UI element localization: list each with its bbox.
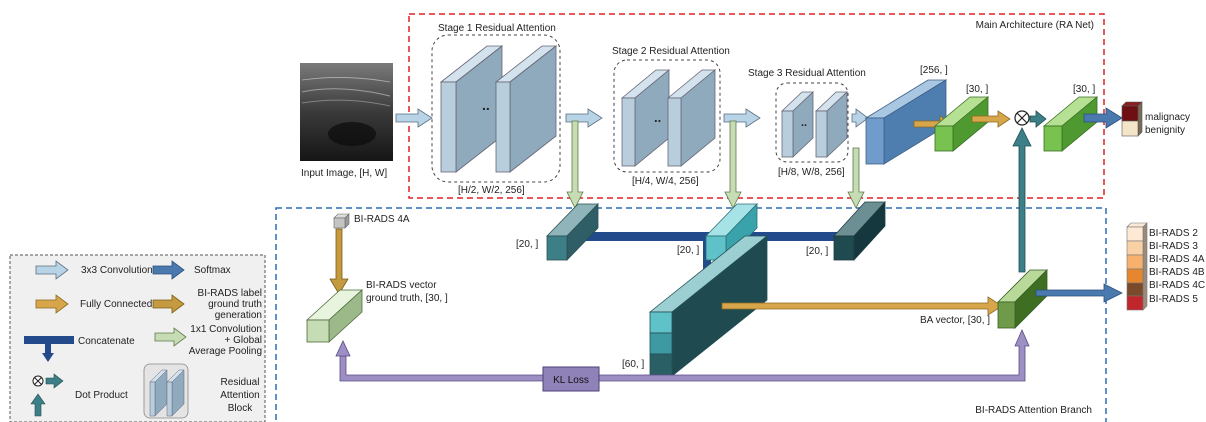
stage1-block-a bbox=[441, 46, 502, 172]
class-birads-4c: BI-RADS 4C bbox=[1149, 280, 1205, 291]
main-architecture-title: Main Architecture (RA Net) bbox=[976, 20, 1094, 31]
softmax-arrow-branch bbox=[1036, 284, 1122, 302]
stage1-dots: .. bbox=[482, 97, 490, 113]
legend-label-gen-line2: ground truth bbox=[208, 299, 262, 310]
birads-class-stack bbox=[1127, 223, 1147, 310]
stage3-dots: .. bbox=[801, 117, 807, 129]
birads-vector-gt-line1: BI-RADS vector bbox=[366, 280, 437, 291]
birads-vector-gt bbox=[307, 290, 362, 342]
stage2-dots: .. bbox=[654, 110, 661, 125]
output-malignancy: malignacy bbox=[1145, 112, 1190, 123]
legend-gap-line2: + Global bbox=[224, 335, 262, 346]
feature-20b-dim: [20, ] bbox=[677, 245, 699, 256]
legend-gap-line3: Average Pooling bbox=[189, 346, 262, 357]
stage3-dim: [H/8, W/8, 256] bbox=[778, 167, 845, 178]
birads-4a-label: BI-RADS 4A bbox=[354, 214, 410, 225]
stage1-title: Stage 1 Residual Attention bbox=[438, 23, 556, 34]
birads-4a-cube bbox=[334, 214, 349, 228]
branch-title: BI-RADS Attention Branch bbox=[975, 405, 1092, 416]
output-squares bbox=[1122, 102, 1142, 136]
class-birads-3: BI-RADS 3 bbox=[1149, 241, 1198, 252]
dense-30a-dim: [30, ] bbox=[966, 84, 988, 95]
class-birads-4a: BI-RADS 4A bbox=[1149, 254, 1205, 265]
dense-30b-dim: [30, ] bbox=[1073, 84, 1095, 95]
stage3-block-a bbox=[782, 92, 813, 157]
feature-20c-dim: [20, ] bbox=[806, 246, 828, 257]
stage2-dim: [H/4, W/4, 256] bbox=[632, 176, 699, 187]
stage2-block-a bbox=[622, 70, 669, 166]
legend-residual-line1: Residual bbox=[221, 377, 260, 388]
legend-softmax-label: Softmax bbox=[194, 265, 231, 276]
legend-dot-label: Dot Product bbox=[75, 390, 128, 401]
class-birads-5: BI-RADS 5 bbox=[1149, 294, 1198, 305]
input-image bbox=[300, 63, 393, 161]
ba-to-dot-arrow bbox=[1013, 128, 1031, 272]
legend-fc-label: Fully Connected bbox=[80, 299, 152, 310]
label-gen-arrow bbox=[330, 229, 348, 294]
feature-20c bbox=[834, 202, 885, 260]
legend-gap-line1: 1x1 Convolution bbox=[190, 324, 262, 335]
output-benignity: benignity bbox=[1145, 125, 1185, 136]
legend-concat-label: Concatenate bbox=[78, 336, 135, 347]
legend-residual-icon bbox=[144, 364, 188, 418]
dense-256-dim: [256, ] bbox=[920, 65, 948, 76]
stage3-title: Stage 3 Residual Attention bbox=[748, 68, 866, 79]
legend-residual-line3: Block bbox=[228, 403, 253, 414]
legend-label-gen-line3: generation bbox=[215, 310, 262, 321]
kl-loss-label: KL Loss bbox=[553, 375, 589, 386]
input-image-label: Input Image, [H, W] bbox=[301, 168, 387, 179]
stage1-block-b bbox=[496, 46, 556, 172]
stage2-block-b bbox=[668, 70, 715, 166]
stage2-title: Stage 2 Residual Attention bbox=[612, 46, 730, 57]
ba-vector bbox=[998, 270, 1047, 328]
stage3-block-b bbox=[816, 92, 847, 157]
dense-30b bbox=[1044, 97, 1097, 151]
dot-to-dense-arrow bbox=[1030, 111, 1046, 127]
feature-20a bbox=[547, 204, 598, 260]
legend-conv3-label: 3x3 Convolution bbox=[81, 265, 153, 276]
feature-20a-dim: [20, ] bbox=[516, 239, 538, 250]
class-birads-4b: BI-RADS 4B bbox=[1149, 267, 1205, 278]
stage1-dim: [H/2, W/2, 256] bbox=[458, 185, 525, 196]
class-birads-2: BI-RADS 2 bbox=[1149, 228, 1198, 239]
legend-label-gen-line1: BI-RADS label bbox=[198, 288, 262, 299]
feature-60-dim: [60, ] bbox=[622, 359, 644, 370]
dot-product-icon bbox=[1015, 111, 1029, 125]
birads-vector-gt-line2: ground truth, [30, ] bbox=[366, 293, 448, 304]
legend-residual-line2: Attention bbox=[220, 390, 259, 401]
ba-vector-label: BA vector, [30, ] bbox=[920, 315, 990, 326]
